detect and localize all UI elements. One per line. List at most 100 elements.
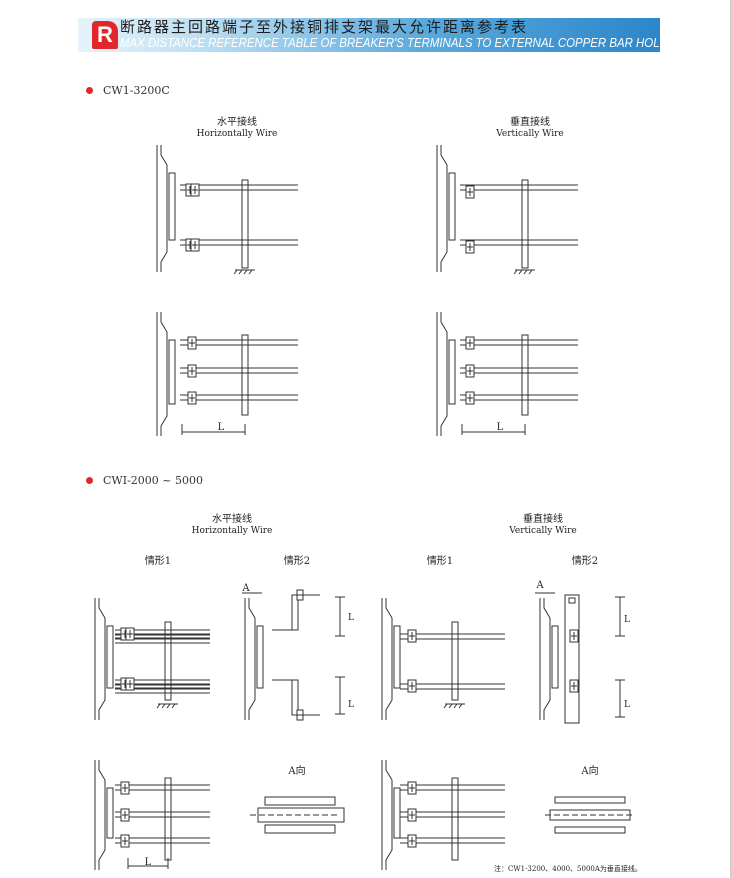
bolt-icon — [467, 394, 473, 402]
vertical-title-en: Vertically Wire — [509, 526, 577, 536]
dimension-label: L — [144, 857, 152, 868]
footnote: 注：CW1-3200、4000、5000A为垂直接线。 — [494, 865, 642, 873]
bolt-icon — [122, 837, 128, 845]
bolt-icon — [467, 243, 473, 251]
bar-holder — [521, 334, 529, 416]
bolt-icon — [122, 784, 128, 792]
dimension-line — [335, 596, 345, 715]
bullet-icon — [86, 87, 93, 94]
terminal-block — [393, 787, 401, 839]
bar-holder — [451, 621, 459, 701]
bolt-icon — [192, 241, 198, 249]
panel-wall — [244, 598, 256, 720]
terminal-block — [448, 172, 456, 241]
panel-wall — [94, 598, 106, 720]
bar-holder — [241, 334, 249, 416]
terminal-block — [168, 172, 176, 241]
horizontal-title-cn: 水平接线 — [212, 514, 252, 525]
panel-wall — [539, 598, 551, 720]
view-arrow-label: A — [242, 583, 250, 594]
copper-bar — [272, 594, 320, 716]
panel-wall — [94, 760, 106, 870]
dimension-label: L — [348, 613, 354, 623]
terminal-block — [551, 625, 559, 689]
bolt-icon — [189, 339, 195, 347]
bolt-icon — [409, 837, 415, 845]
terminal-block — [168, 339, 176, 405]
terminal-block — [549, 809, 631, 821]
bullet-icon — [86, 477, 93, 484]
copper-bar — [264, 824, 336, 834]
panel-wall — [436, 145, 448, 272]
bolt-icon — [122, 811, 128, 819]
brand-logo: R — [92, 21, 118, 49]
view-a-label: A向 — [288, 766, 306, 777]
terminal-block — [256, 625, 264, 689]
dimension-label: L — [496, 422, 504, 433]
bolt-icon — [192, 186, 198, 194]
bolt-icon — [467, 367, 473, 375]
horizontal-title-en: Horizontally Wire — [191, 526, 273, 536]
terminal-block — [448, 339, 456, 405]
terminal-block — [106, 787, 114, 839]
bar-holder — [296, 709, 304, 721]
section-label: CWI-2000 ~ 5000 — [103, 474, 203, 487]
case-label: 情形1 — [144, 556, 172, 567]
vertical-title-cn: 垂直接线 — [523, 514, 563, 525]
bolt-icon — [467, 188, 473, 196]
bar-holder — [241, 179, 249, 269]
bolt-icon — [571, 632, 577, 640]
case-label: 情形2 — [283, 556, 311, 567]
ground-icon — [513, 269, 535, 275]
bolt-icon — [189, 367, 195, 375]
bolt-icon — [409, 811, 415, 819]
bolt-icon — [467, 339, 473, 347]
bolt-icon — [127, 630, 133, 638]
case-label: 情形1 — [426, 556, 454, 567]
dimension-line — [615, 596, 625, 718]
bar-holder — [296, 589, 304, 601]
case-label: 情形2 — [571, 556, 599, 567]
dimension-label: L — [624, 700, 630, 710]
panel-wall — [381, 760, 393, 870]
ground-icon — [156, 703, 178, 709]
bolt-icon — [409, 784, 415, 792]
horizontal-title-cn: 水平接线 — [217, 117, 257, 128]
bolt-icon — [189, 394, 195, 402]
terminal-block — [393, 625, 401, 689]
copper-bar — [554, 796, 626, 804]
view-a-label: A向 — [581, 766, 599, 777]
panel-wall — [436, 312, 448, 436]
terminal-block — [257, 807, 345, 823]
title-chinese: 断路器主回路端子至外接铜排支架最大允许距离参考表 — [120, 18, 529, 36]
copper-bar — [264, 796, 336, 806]
vertical-title-cn: 垂直接线 — [510, 117, 550, 128]
bolt-icon — [571, 682, 577, 690]
ground-icon — [443, 703, 465, 709]
copper-bar — [554, 826, 626, 834]
dimension-label: L — [624, 615, 630, 625]
dimension-line — [461, 424, 526, 435]
bolt-icon — [409, 682, 415, 690]
bolt-icon — [127, 680, 133, 688]
ground-icon — [233, 269, 255, 275]
bar-holder — [568, 597, 576, 604]
copper-bar — [564, 594, 580, 724]
panel-wall — [381, 598, 393, 720]
bar-holder — [164, 621, 172, 701]
bar-holder — [451, 777, 459, 861]
horizontal-title-en: Horizontally Wire — [196, 129, 278, 139]
dimension-label: L — [348, 700, 354, 710]
dimension-line — [181, 424, 246, 435]
bolt-icon — [409, 632, 415, 640]
panel-wall — [156, 145, 168, 272]
terminal-block — [106, 625, 114, 689]
vertical-title-en: Vertically Wire — [496, 129, 564, 139]
title-banner: R 断路器主回路端子至外接铜排支架最大允许距离参考表 MAX DISTANCE … — [78, 18, 684, 52]
title-english: MAX DISTANCE REFERENCE TABLE OF BREAKER'… — [120, 35, 684, 50]
bar-holder — [521, 179, 529, 269]
dimension-line — [127, 858, 169, 869]
section-label: CW1-3200C — [103, 84, 170, 97]
